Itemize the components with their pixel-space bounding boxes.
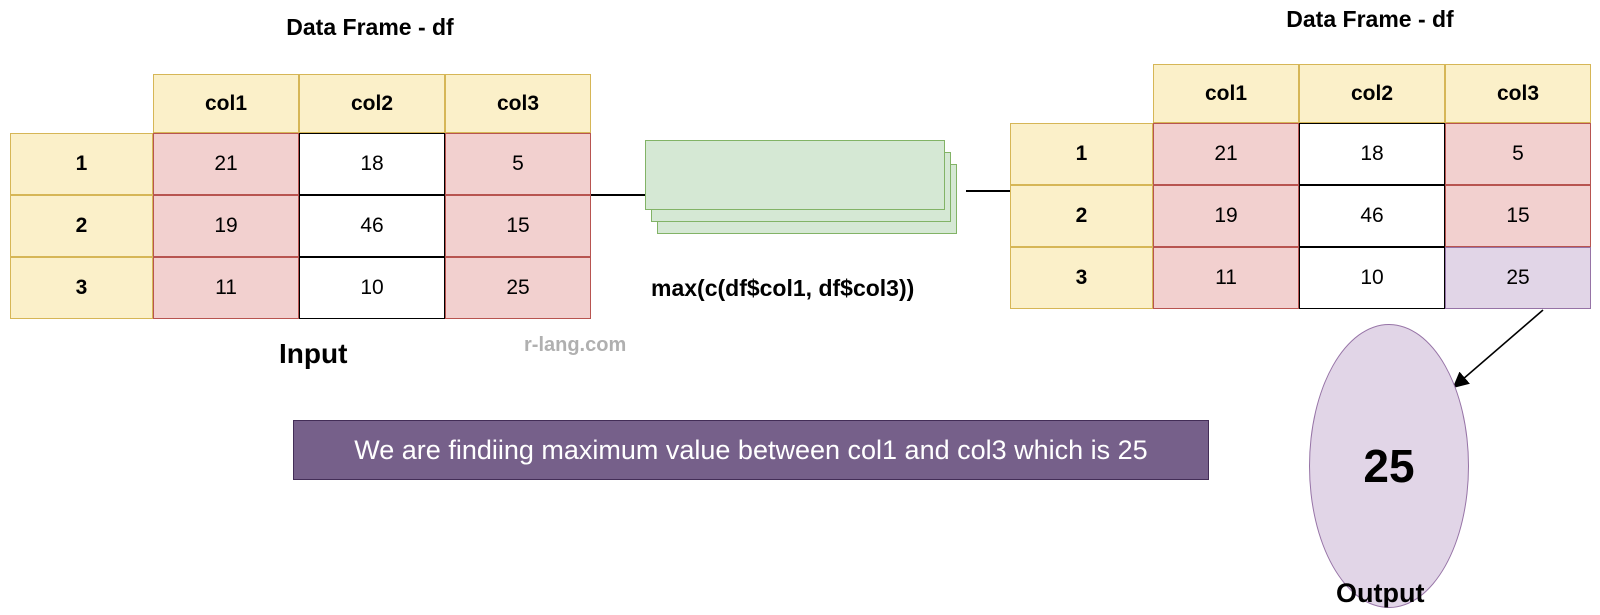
output-cell: 19 xyxy=(1153,185,1299,247)
output-cell: 15 xyxy=(1445,185,1591,247)
input-cell: 5 xyxy=(445,133,591,195)
output-col-header: col3 xyxy=(1445,64,1591,123)
result-arrow xyxy=(1452,309,1544,389)
input-cell: 19 xyxy=(153,195,299,257)
input-cell: 25 xyxy=(445,257,591,319)
input-cell: 46 xyxy=(299,195,445,257)
input-cell: 15 xyxy=(445,195,591,257)
process-box-front xyxy=(645,140,945,210)
input-row-label: 1 xyxy=(10,133,153,195)
input-table-title: Data Frame - df xyxy=(286,14,454,40)
input-row-label: 2 xyxy=(10,195,153,257)
connector-line-left xyxy=(591,194,645,196)
input-col-header: col3 xyxy=(445,74,591,133)
output-col-header: col2 xyxy=(1299,64,1445,123)
input-row-label: 3 xyxy=(10,257,153,319)
input-cell: 18 xyxy=(299,133,445,195)
watermark: r-lang.com xyxy=(524,334,627,356)
output-row-label: 1 xyxy=(1010,123,1153,185)
output-cell: 18 xyxy=(1299,123,1445,185)
process-formula: max(c(df$col1, df$col3)) xyxy=(651,275,915,301)
output-cell: 46 xyxy=(1299,185,1445,247)
output-cell: 11 xyxy=(1153,247,1299,309)
input-col-header: col1 xyxy=(153,74,299,133)
result-oval: 25 xyxy=(1309,324,1469,608)
input-cell: 21 xyxy=(153,133,299,195)
output-cell: 10 xyxy=(1299,247,1445,309)
output-cell: 21 xyxy=(1153,123,1299,185)
output-col-header: col1 xyxy=(1153,64,1299,123)
output-row-label: 2 xyxy=(1010,185,1153,247)
input-caption: Input xyxy=(279,338,348,369)
input-cell: 11 xyxy=(153,257,299,319)
connector-line-right xyxy=(966,190,1010,192)
output-row-label: 3 xyxy=(1010,247,1153,309)
input-cell: 10 xyxy=(299,257,445,319)
output-table-title: Data Frame - df xyxy=(1286,6,1454,32)
explanation-banner: We are findiing maximum value between co… xyxy=(293,420,1209,480)
input-col-header: col2 xyxy=(299,74,445,133)
output-max-cell: 25 xyxy=(1445,247,1591,309)
output-cell: 5 xyxy=(1445,123,1591,185)
output-caption: Output xyxy=(1336,578,1425,608)
